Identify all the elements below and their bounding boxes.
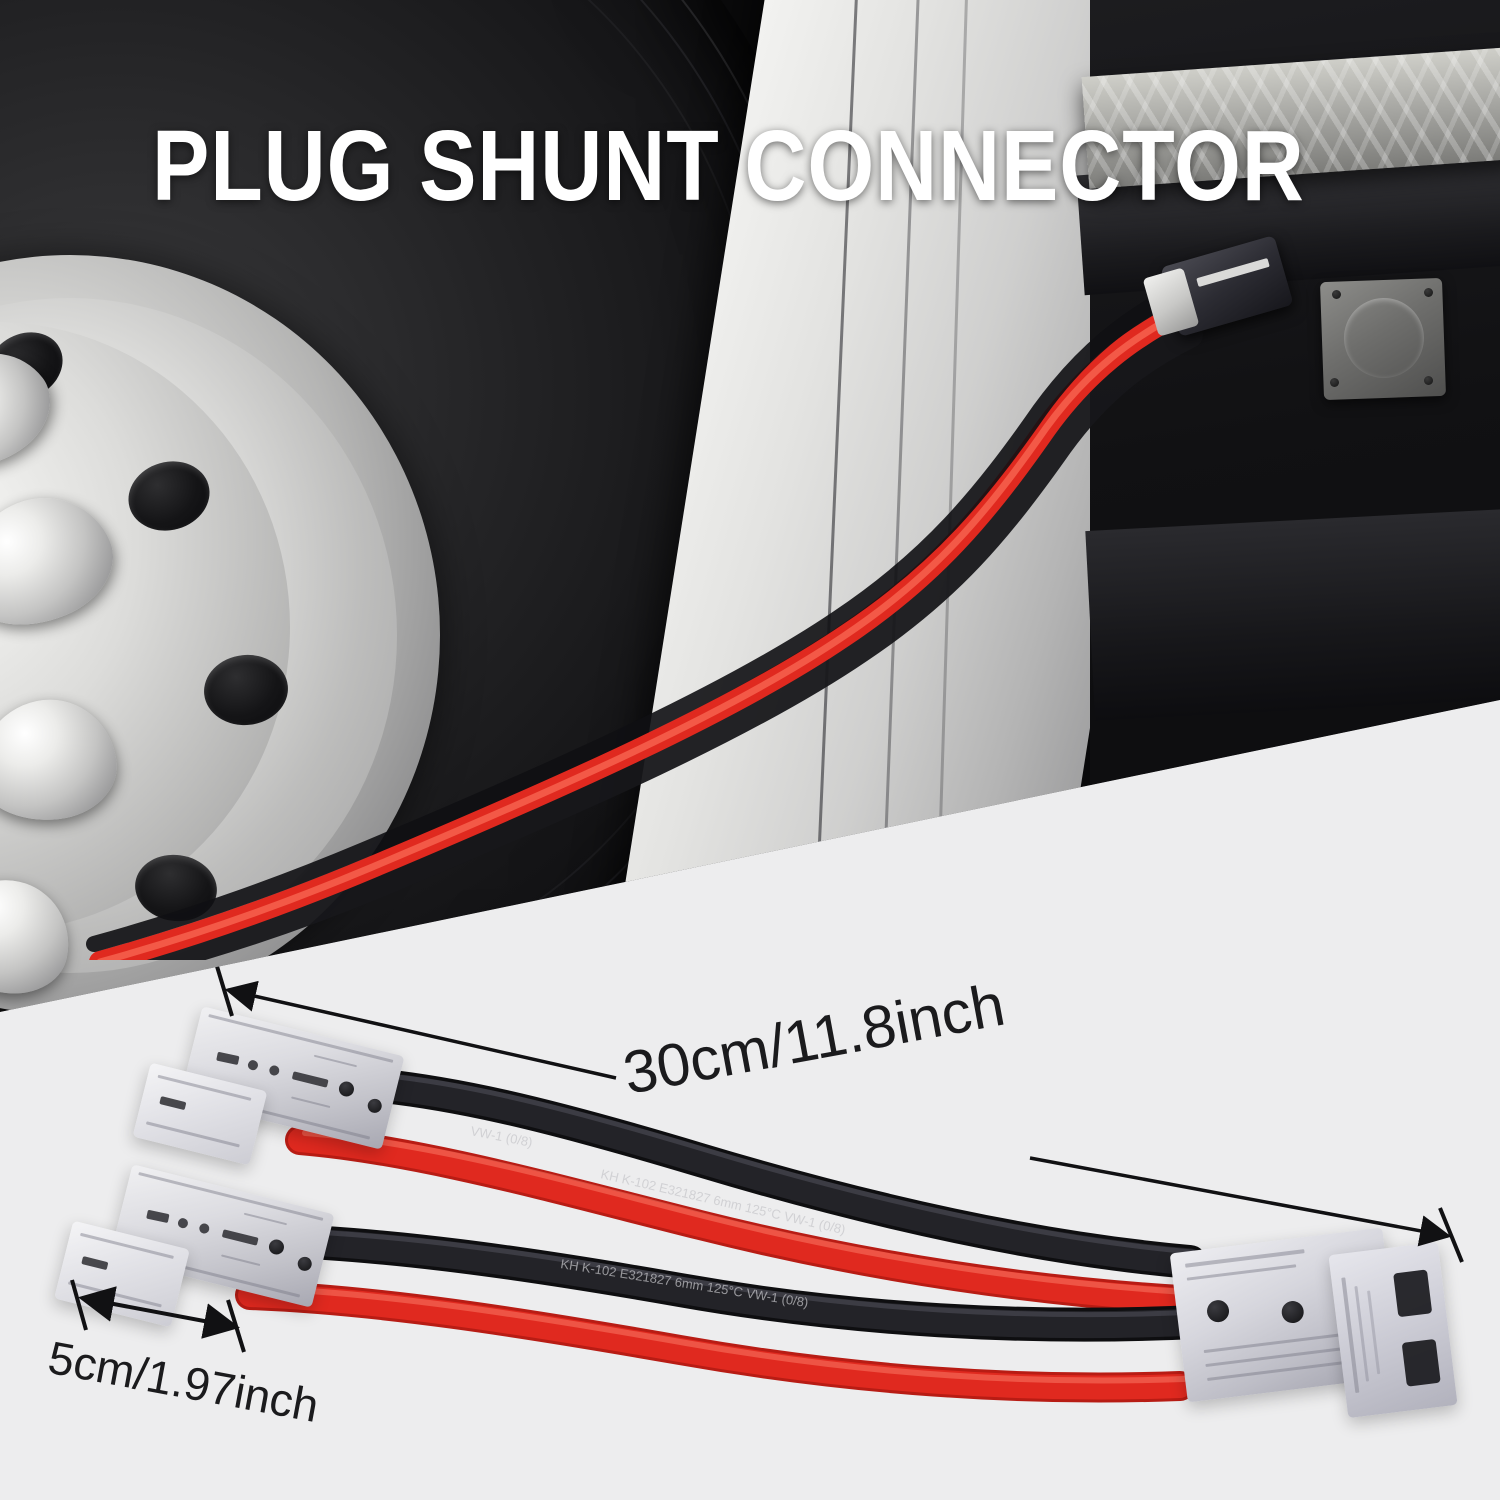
connector-cavity bbox=[1393, 1269, 1433, 1318]
plate-screw bbox=[1424, 376, 1433, 385]
dimension-label-length: 30cm/11.8inch bbox=[618, 970, 1010, 1107]
plate-screw bbox=[1332, 290, 1341, 299]
connector-rib bbox=[1186, 1264, 1297, 1281]
connector-slot bbox=[221, 1229, 259, 1246]
connector-slot bbox=[268, 1064, 281, 1077]
chassis-rail bbox=[1085, 509, 1500, 721]
connector-slot bbox=[291, 1071, 329, 1088]
lifestyle-photo bbox=[0, 0, 1500, 1030]
connector-brand-label bbox=[1354, 1286, 1370, 1382]
page-title: PLUG SHUNT CONNECTOR bbox=[152, 110, 1305, 222]
connector-screw-hole bbox=[366, 1097, 384, 1115]
connector-slot bbox=[159, 1096, 187, 1111]
connector-right-face bbox=[1328, 1241, 1458, 1419]
plate-screw bbox=[1424, 288, 1433, 297]
connector-screw-hole bbox=[1280, 1299, 1305, 1325]
svg-text:VW-1 (0/8): VW-1 (0/8) bbox=[469, 1123, 533, 1150]
connector-rib bbox=[291, 1096, 331, 1109]
connector-slot bbox=[198, 1222, 211, 1235]
connector-slot bbox=[246, 1059, 260, 1072]
connector-cavity bbox=[1401, 1338, 1441, 1387]
connector-slot bbox=[81, 1256, 109, 1271]
connector-screw-hole bbox=[337, 1079, 356, 1099]
connector-slot bbox=[176, 1217, 190, 1230]
connector-slot bbox=[216, 1051, 240, 1066]
svg-text:KH K-102 E321827 6mm 125°C: KH K-102 E321827 6mm 125°C VW-1 (0/8) bbox=[599, 1166, 847, 1237]
connector-rib bbox=[243, 1212, 287, 1226]
connector-rib bbox=[221, 1254, 261, 1267]
connector-screw-hole bbox=[1205, 1298, 1231, 1324]
connector-slot bbox=[146, 1209, 170, 1224]
connector-rib bbox=[145, 1121, 240, 1148]
dimension-label-width: 5cm/1.97inch bbox=[44, 1330, 323, 1432]
connector-brand-label bbox=[1367, 1290, 1381, 1375]
connector-screw-hole bbox=[296, 1255, 314, 1273]
plate-screw bbox=[1330, 378, 1339, 387]
connector-rib bbox=[313, 1054, 357, 1068]
svg-text:KH K-102 E321827 6mm 125°C: KH K-102 E321827 6mm 125°C VW-1 (0/8) bbox=[560, 1256, 810, 1310]
connector-screw-hole bbox=[267, 1237, 286, 1257]
connector-rib bbox=[67, 1281, 162, 1308]
